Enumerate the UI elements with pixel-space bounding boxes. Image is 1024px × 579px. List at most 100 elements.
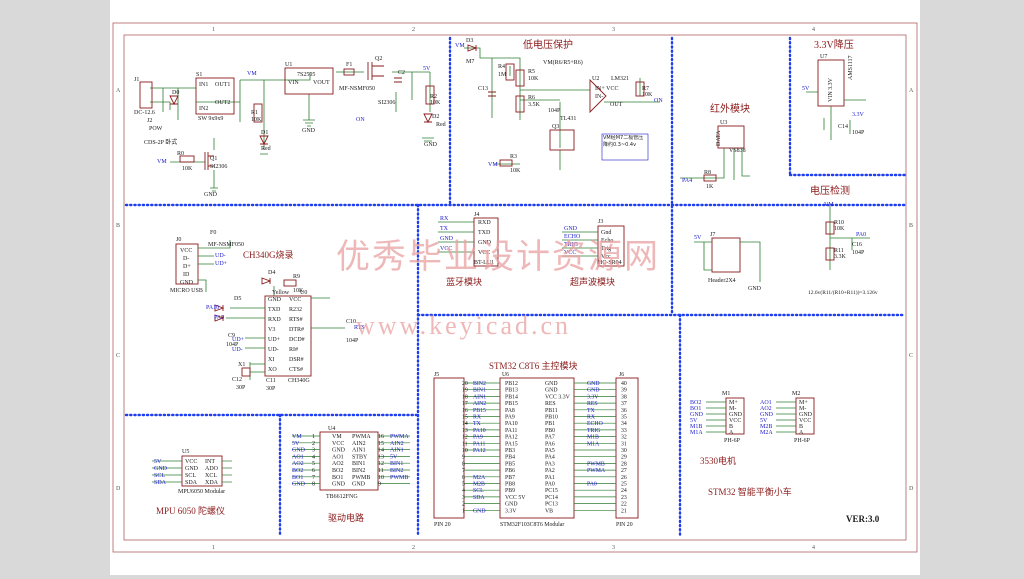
mcu-pin-right: PA5: [545, 448, 555, 454]
mcu-pin-right: PA1: [545, 475, 555, 481]
reg33-title: 3.3V降压: [814, 38, 854, 51]
m2-net: 5V: [760, 418, 768, 424]
mcu-right-no: 23: [621, 495, 627, 501]
U0-label: U0: [300, 290, 307, 296]
tb-net-right: PWMB: [390, 475, 408, 481]
c13-value: 104P: [548, 108, 561, 114]
tb-pin-left: VM: [332, 434, 342, 440]
us-net-3: VCC: [564, 250, 576, 256]
us-sub: HC-SR04: [598, 260, 622, 266]
mcu-left-no: 1: [462, 508, 465, 514]
mcu-pin-right: PA6: [545, 441, 555, 447]
usb-pin-dm: D-: [183, 256, 189, 262]
m1-net: M1A: [690, 430, 703, 436]
M1-label: M1: [722, 391, 730, 397]
mcu-pin-right: PB0: [545, 428, 555, 434]
M1-connector: [725, 397, 745, 435]
ph-label-2: PH-6P: [794, 438, 811, 444]
R11-value: 3.3K: [834, 254, 847, 260]
D0-label: D0: [172, 90, 179, 96]
U2-label: U2: [592, 76, 599, 82]
mcu-left-no: 10: [462, 448, 468, 454]
C11-value: 30P: [266, 386, 276, 392]
mcu-right-net: GND: [587, 381, 600, 387]
mcu-left-no: 9: [462, 455, 465, 461]
u0-r0: VCC: [289, 297, 301, 303]
mcu-right-net: PA0: [587, 482, 597, 488]
mcu-pin-right: PA4: [545, 455, 555, 461]
D1-label: D1: [261, 130, 268, 136]
u1-vin: VIN: [288, 80, 299, 86]
R10-resistor: [825, 221, 835, 235]
U0-ch340g: [264, 295, 312, 377]
U1-regulator: [284, 67, 334, 95]
grid-row-right-c: C: [909, 353, 913, 359]
R0-resistor: [179, 155, 195, 163]
us-net-1: ECHO: [564, 234, 581, 240]
us-wires: [562, 231, 598, 257]
mpu-sub: MPU6050 Modular: [178, 489, 225, 495]
R2-value: 10K: [430, 100, 441, 106]
mcu-left-no: 20: [462, 381, 468, 387]
tb-sub: TB6612FNG: [326, 494, 358, 500]
mpu-pin-right: XDA: [205, 480, 219, 486]
R1-resistor: [253, 103, 263, 123]
m2-net: AO1: [760, 400, 772, 406]
F0-label: F0: [210, 230, 216, 236]
R9-label: R9: [293, 274, 300, 280]
bt-wires: [438, 221, 474, 253]
bt-pin-3: VCC: [478, 250, 490, 256]
bt-net-2: GND: [440, 236, 454, 242]
us-net-2: TRIG: [564, 242, 579, 248]
R11-resistor: [825, 247, 835, 261]
gnd-label-1: GND: [302, 128, 316, 134]
mcu-pin-left: PA11: [505, 428, 518, 434]
power-input-section: J1 DC-12.6 J2 POW CDS-2P 卧式 S1 IN1 IN2 O…: [134, 56, 446, 198]
C9-label: C9: [228, 333, 235, 339]
mcu-pin-right: VB: [545, 508, 553, 514]
tb-pin-right: GND: [352, 482, 366, 488]
mcu-pin-right: PC14: [545, 495, 558, 501]
ch340g-part: CH340G: [288, 378, 310, 384]
m2-net: AO2: [760, 406, 772, 412]
m2-pin: M+: [799, 400, 808, 406]
C9-value: 104P: [226, 342, 239, 348]
driver-title: 驱动电路: [328, 512, 364, 523]
usb-label: MICRO USB: [170, 288, 203, 294]
ch340-section: CH340G烧录 J0 VCC D- D+ ID GND MICRO USB F…: [170, 230, 365, 392]
mcu-left-no: 18: [462, 394, 468, 400]
tb-no-left: 6: [312, 468, 315, 474]
tl431-label: TL431: [560, 116, 576, 122]
R7-value: 10K: [642, 92, 653, 98]
gnd-label-4: GND: [748, 286, 762, 292]
5v-net-a: 5V: [423, 66, 431, 72]
stm32-title: STM32 C8T6 主控模块: [489, 360, 578, 371]
grid-row-right-b: B: [909, 223, 913, 229]
ph-label-1: PH-6P: [724, 438, 741, 444]
grid-col-bottom-1: 1: [212, 545, 215, 551]
tb-pin-right: STBY: [352, 454, 368, 460]
vm-net-5: VM: [824, 202, 834, 208]
u2-out: OUT: [610, 102, 623, 108]
mcu-left-no: 14: [462, 421, 468, 427]
X1-label: X1: [238, 362, 245, 368]
5v-net-c: 5V: [694, 235, 702, 241]
m2-pin: B: [799, 424, 803, 430]
S1-switch: [195, 77, 235, 115]
ch340-title: CH340G烧录: [243, 249, 294, 260]
infrared-title: 红外模块: [710, 102, 750, 115]
Q3-regulator: [549, 129, 575, 151]
gnd-label-2: GND: [424, 142, 438, 148]
J5-header: [433, 377, 465, 519]
Q2-label: Q2: [375, 56, 382, 62]
ams-label: AMS1117: [848, 55, 854, 80]
R10-value: 10K: [834, 226, 845, 232]
mcu-pin-right: GND: [545, 388, 558, 394]
Q1-value: SI2306: [210, 164, 227, 170]
low-voltage-title: 低电压保护: [523, 38, 573, 51]
sheet-paper: [110, 0, 920, 575]
usb-pin-vcc: VCC: [180, 248, 192, 254]
